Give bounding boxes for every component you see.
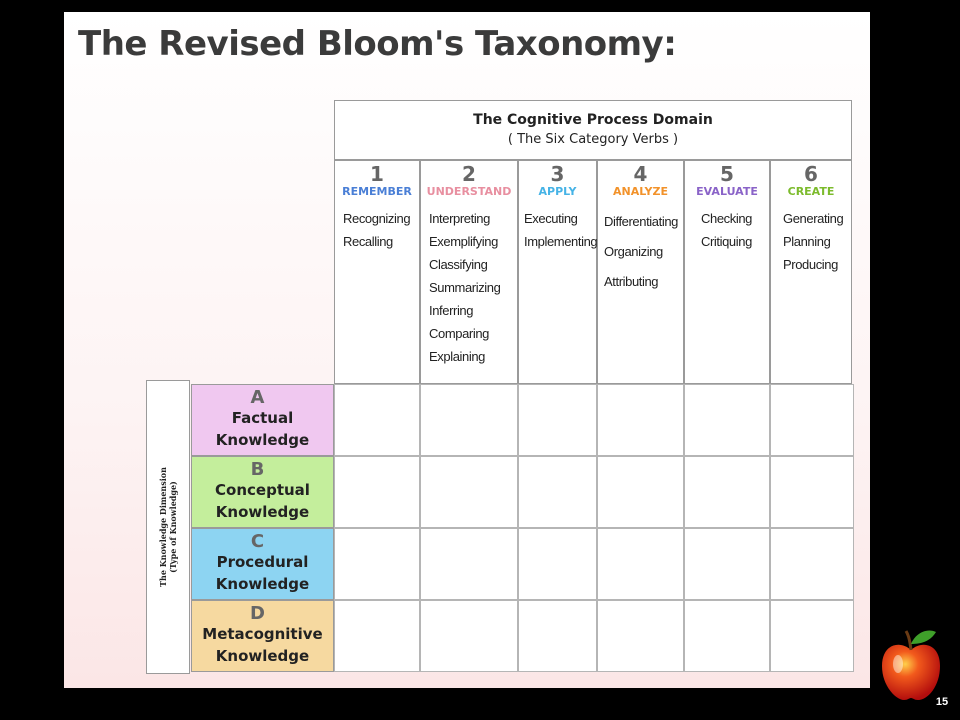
matrix-cell (684, 384, 770, 456)
verb-list: Checking Critiquing (685, 207, 769, 253)
verb-item: Differentiating (604, 214, 678, 229)
verb-item: Organizing (604, 244, 663, 259)
category-number: 1 (370, 162, 384, 186)
verb-item: Generating (783, 211, 844, 226)
category-column-create: 6 CREATE Generating Planning Producing (770, 160, 852, 384)
matrix-cell (518, 600, 597, 672)
category-number: 6 (804, 162, 818, 186)
knowledge-type-procedural: C Procedural Knowledge (191, 528, 334, 600)
verb-item: Executing (524, 211, 578, 226)
matrix-cell (334, 528, 420, 600)
matrix-cell (770, 528, 854, 600)
verb-item: Planning (783, 234, 831, 249)
matrix-cell (420, 384, 518, 456)
verb-list: Differentiating Organizing Attributing (598, 207, 683, 297)
knowledge-name-line1: Metacognitive (202, 625, 323, 643)
matrix-cell (597, 384, 684, 456)
knowledge-name-line2: Knowledge (215, 575, 310, 593)
verb-item: Attributing (604, 274, 659, 289)
category-name: REMEMBER (342, 185, 412, 198)
matrix-cell (597, 600, 684, 672)
matrix-cell (684, 600, 770, 672)
verb-list: Interpreting Exemplifying Classifying Su… (421, 207, 517, 368)
matrix-cell (684, 528, 770, 600)
category-column-understand: 2 UNDERSTAND Interpreting Exemplifying C… (420, 160, 518, 384)
matrix-cell (420, 528, 518, 600)
matrix-cell (770, 456, 854, 528)
red-apple-icon (882, 630, 940, 700)
matrix-cell (770, 384, 854, 456)
verb-item: Recalling (343, 234, 393, 249)
cognitive-domain-heading: The Cognitive Process Domain (473, 112, 713, 128)
knowledge-type-factual: A Factual Knowledge (191, 384, 334, 456)
category-name: CREATE (787, 185, 835, 198)
matrix-cell (597, 456, 684, 528)
knowledge-dimension-text: The Knowledge Dimension (Type of Knowled… (158, 397, 178, 657)
page-number: 15 (935, 696, 949, 708)
verb-item: Implementing (524, 234, 598, 249)
knowledge-name-line2: Knowledge (215, 503, 310, 521)
knowledge-letter: D (250, 603, 265, 624)
matrix-cell (770, 600, 854, 672)
matrix-cell (597, 528, 684, 600)
verb-item: Critiquing (701, 234, 752, 249)
knowledge-type-metacognitive: D Metacognitive Knowledge (191, 600, 334, 672)
category-number: 5 (720, 162, 734, 186)
category-name: ANALYZE (613, 185, 668, 198)
slide-title: The Revised Bloom's Taxonomy: (78, 24, 677, 64)
matrix-cell (334, 384, 420, 456)
verb-list: Generating Planning Producing (771, 207, 851, 276)
verb-item: Comparing (429, 326, 489, 341)
slide: The Revised Bloom's Taxonomy: The Cognit… (64, 12, 870, 688)
matrix-cell (334, 456, 420, 528)
verb-item: Exemplifying (429, 234, 498, 249)
category-name: UNDERSTAND (426, 185, 512, 198)
matrix-cell (518, 456, 597, 528)
knowledge-type-conceptual: B Conceptual Knowledge (191, 456, 334, 528)
category-column-apply: 3 APPLY Executing Implementing (518, 160, 598, 384)
knowledge-dimension-label: The Knowledge Dimension (Type of Knowled… (146, 380, 190, 674)
knowledge-name-line2: Knowledge (215, 431, 310, 449)
verb-item: Recognizing (343, 211, 411, 226)
verb-item: Summarizing (429, 280, 501, 295)
verb-item: Producing (783, 257, 838, 272)
verb-item: Classifying (429, 257, 488, 272)
category-name: EVALUATE (696, 185, 758, 198)
knowledge-name-line2: Knowledge (215, 647, 310, 665)
knowledge-name-line1: Conceptual (215, 481, 310, 499)
knowledge-letter: A (250, 387, 265, 408)
verb-list: Executing Implementing (519, 207, 598, 253)
cognitive-domain-subheading: ( The Six Category Verbs ) (507, 132, 679, 147)
knowledge-letter: B (250, 459, 265, 480)
verb-item: Inferring (429, 303, 474, 318)
matrix-cell (518, 528, 597, 600)
category-column-remember: 1 REMEMBER Recognizing Recalling (334, 160, 420, 384)
cognitive-domain-header: The Cognitive Process Domain ( The Six C… (334, 100, 852, 160)
knowledge-name-line1: Factual (231, 409, 294, 427)
category-number: 3 (550, 162, 565, 186)
verb-item: Interpreting (429, 211, 490, 226)
verb-item: Checking (701, 211, 752, 226)
category-column-evaluate: 5 EVALUATE Checking Critiquing (684, 160, 770, 384)
knowledge-dimension-title: The Knowledge Dimension (158, 467, 168, 587)
matrix-cell (518, 384, 597, 456)
knowledge-dimension-subtitle: (Type of Knowledge) (168, 481, 178, 573)
verb-item: Explaining (429, 349, 485, 364)
verb-list: Recognizing Recalling (335, 207, 419, 253)
category-number: 2 (462, 162, 476, 186)
matrix-cell (334, 600, 420, 672)
category-column-analyze: 4 ANALYZE Differentiating Organizing Att… (597, 160, 684, 384)
knowledge-name-line1: Procedural (216, 553, 309, 571)
knowledge-letter: C (250, 531, 265, 552)
matrix-cell (420, 456, 518, 528)
category-number: 4 (633, 162, 648, 186)
matrix-cell (684, 456, 770, 528)
matrix-cell (420, 600, 518, 672)
category-name: APPLY (538, 185, 577, 198)
